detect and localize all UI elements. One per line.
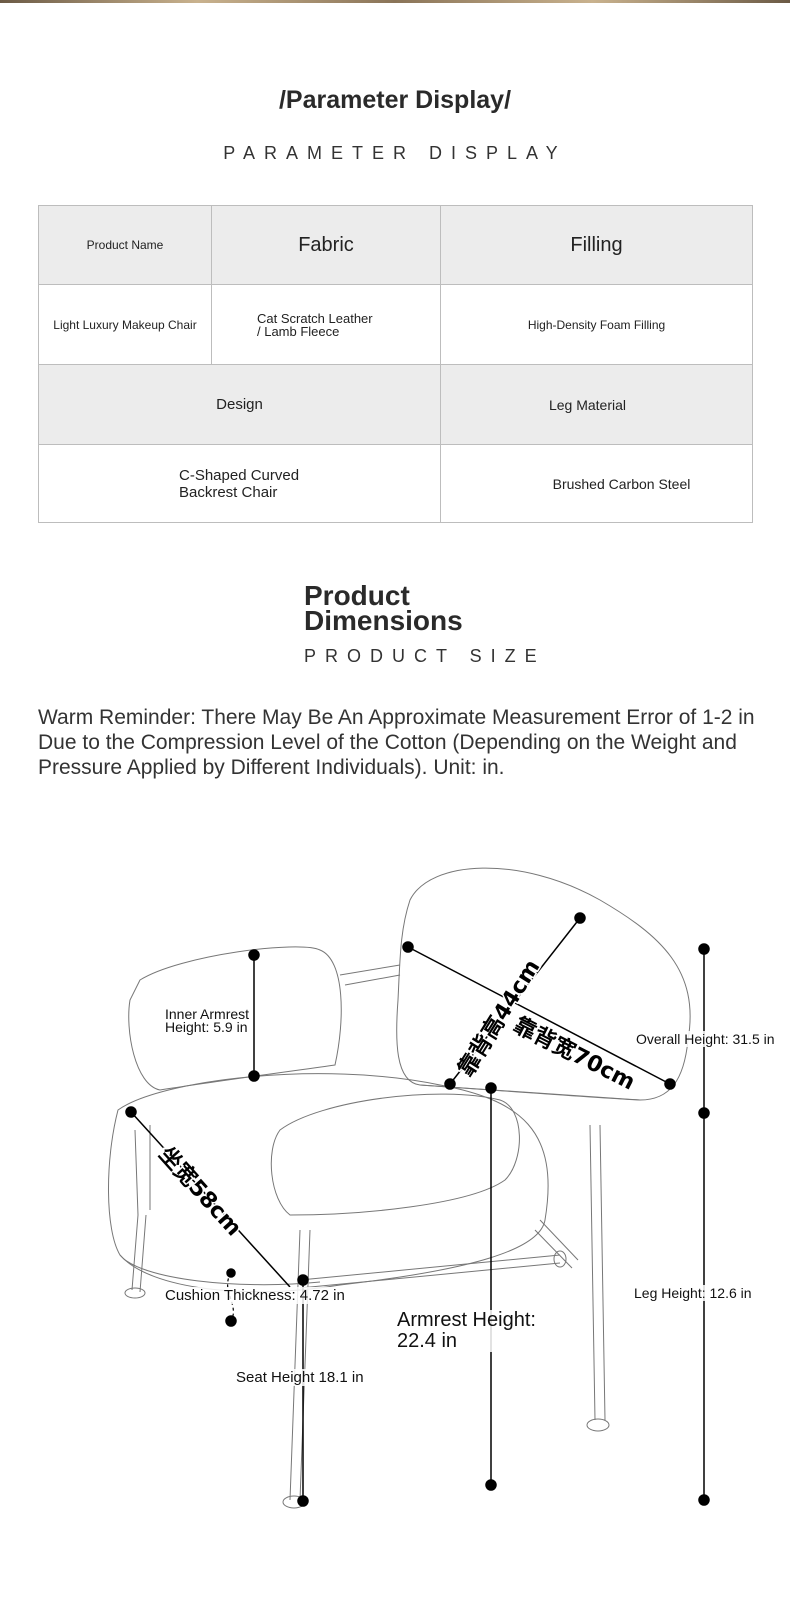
cushion-thickness-label: Cushion Thickness: 4.72 in: [165, 1287, 345, 1304]
leg-material-label: Leg Material: [440, 364, 753, 445]
table-row: C-Shaped Curved Backrest Chair Brushed C…: [38, 444, 753, 523]
design-value-line2: Backrest Chair: [179, 483, 278, 501]
leg-material-value: Brushed Carbon Steel: [440, 444, 753, 523]
design-value: C-Shaped Curved Backrest Chair: [38, 444, 441, 523]
seat-width-label: 坐宽58cm: [154, 1142, 247, 1242]
inner-armrest-line1: Inner Armrest: [165, 1006, 250, 1022]
product-size-subtitle: PRODUCT SIZE: [304, 646, 546, 666]
armrest-height-label: Armrest Height: 22.4 in: [397, 1310, 536, 1352]
product-dimensions-title-line1: Product: [304, 580, 410, 611]
chair-line-drawing: 靠背高44cm 靠背宽70cm 坐宽58cm: [108, 867, 710, 1509]
armrest-height-line2: 22.4 in: [397, 1330, 458, 1352]
design-value-line1: C-Shaped Curved: [179, 466, 300, 484]
seat-height-label: Seat Height 18.1 in: [236, 1369, 364, 1386]
filling-label: Filling: [440, 205, 753, 285]
overall-height-label: Overall Height: 31.5 in: [636, 1031, 775, 1047]
chair-dimension-diagram: 靠背高44cm 靠背宽70cm 坐宽58cm Inner Armrest Hei…: [0, 860, 790, 1617]
armrest-height-line1: Armrest Height:: [397, 1309, 536, 1331]
top-decorative-bar: [0, 0, 790, 3]
parameter-display-title: /Parameter Display/: [278, 86, 512, 114]
fabric-label: Fabric: [211, 205, 441, 285]
filling-value: High-Density Foam Filling: [440, 284, 753, 365]
table-row: Design Leg Material: [38, 364, 753, 445]
table-row: Light Luxury Makeup Chair Cat Scratch Le…: [38, 284, 753, 365]
fabric-value: Cat Scratch Leather / Lamb Fleece: [211, 284, 441, 365]
fabric-value-line1: Cat Scratch Leather: [257, 310, 373, 326]
leg-height-label: Leg Height: 12.6 in: [634, 1285, 752, 1301]
product-name-value: Light Luxury Makeup Chair: [38, 284, 212, 365]
inner-armrest-line2: Height: 5.9 in: [165, 1019, 248, 1035]
fabric-value-line2: / Lamb Fleece: [257, 323, 340, 339]
backrest-width-label: 靠背宽70cm: [509, 1012, 639, 1095]
product-dimensions-title: Product Dimensions: [304, 580, 463, 636]
product-dimensions-title-line2: Dimensions: [304, 605, 463, 636]
product-name-label: Product Name: [38, 205, 212, 285]
parameter-display-subtitle: PARAMETER DISPLAY: [223, 143, 567, 163]
inner-armrest-label: Inner Armrest Height: 5.9 in: [165, 1006, 250, 1035]
parameter-table: Product Name Fabric Filling Light Luxury…: [38, 205, 753, 523]
design-label: Design: [38, 364, 441, 445]
warm-reminder-text: Warm Reminder: There May Be An Approxima…: [38, 706, 755, 779]
table-row: Product Name Fabric Filling: [38, 205, 753, 285]
